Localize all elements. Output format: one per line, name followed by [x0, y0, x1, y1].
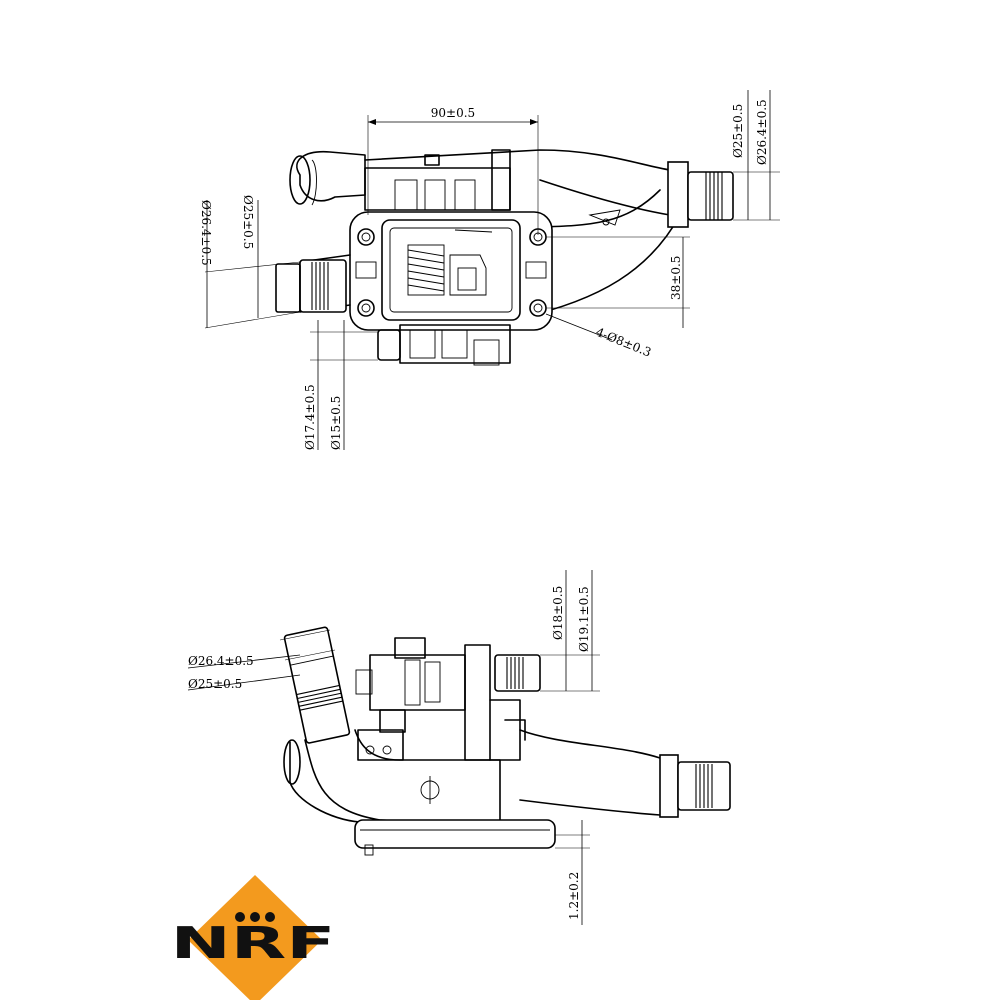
dim-outlet-outer-right-label: Ø26.4±0.5 — [755, 99, 769, 165]
dim-inlet-outer-left-label: Ø26.4±0.5 — [199, 200, 213, 266]
dim-small-outer-label: Ø17.4±0.5 — [303, 384, 317, 450]
logo-text: NRF — [171, 918, 336, 969]
dim-inlet-inner-left-label: Ø25±0.5 — [241, 195, 255, 249]
dim-hole-spacing-label: 38±0.5 — [669, 256, 683, 300]
dim-holes-label: 4-Ø8±0.3 — [594, 325, 653, 360]
dim-gasket-label: 1.2±0.2 — [567, 872, 581, 920]
dim-upper-outer-label: Ø26.4±0.5 — [188, 654, 254, 668]
dim-outlet-inner-right-label: Ø25±0.5 — [731, 104, 745, 158]
dim-width-label: 90±0.5 — [431, 106, 475, 120]
dim-right-inner-label: Ø18±0.5 — [551, 586, 565, 640]
top-view: 90±0.5 Ø25±0.5 Ø26.4±0.5 Ø26.4±0.5 Ø25±0… — [199, 90, 780, 450]
dim-upper-inner-label: Ø25±0.5 — [188, 677, 242, 691]
nrf-logo: NRF — [171, 875, 336, 1000]
logo-diamond — [188, 875, 322, 1000]
dim-small-inner-label: Ø15±0.5 — [329, 396, 343, 450]
dim-right-outer-label: Ø19.1±0.5 — [577, 586, 591, 652]
side-view: Ø26.4±0.5 Ø25±0.5 Ø18±0.5 Ø19.1±0.5 1.2±… — [187, 570, 731, 925]
